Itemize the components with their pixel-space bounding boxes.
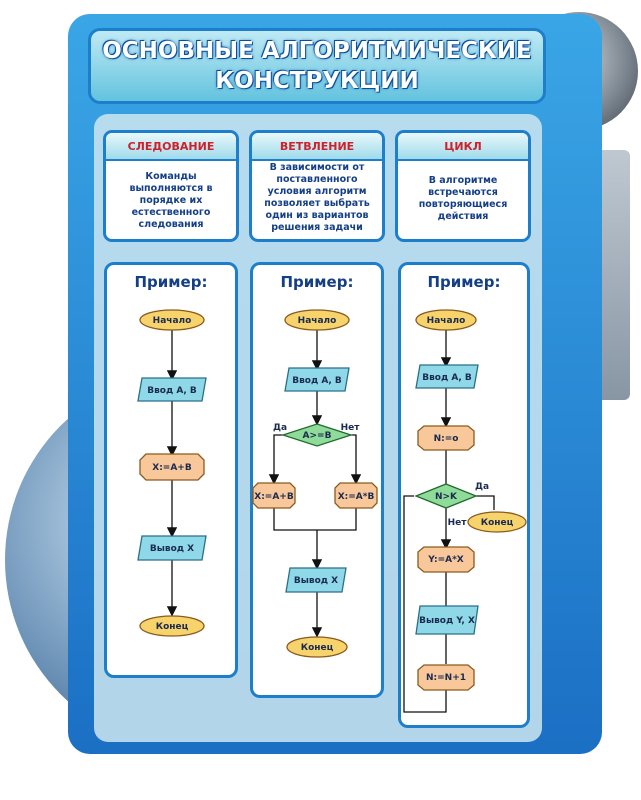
branch-input: Ввод А, В — [292, 376, 342, 386]
loop-input: Ввод А, В — [422, 373, 472, 383]
card-text: Команды выполняются в порядке их естеств… — [129, 171, 213, 230]
card-heading: ЦИКЛ — [398, 133, 528, 161]
card-heading: СЛЕДОВАНИЕ — [106, 133, 236, 161]
branch-process-yes: X:=A+B — [254, 492, 294, 502]
loop-end: Конец — [481, 518, 514, 528]
card-branch: В зависимости от поставленного условия а… — [249, 130, 385, 242]
branch-condition: A>=B — [303, 431, 332, 441]
branch-no-label: Нет — [341, 423, 361, 433]
seq-end: Конец — [156, 622, 189, 632]
branch-end: Конец — [301, 643, 334, 653]
loop-condition: N>K — [435, 492, 458, 502]
card-loop: ЦИКЛ В алгоритме встречаются повторяющие… — [395, 130, 531, 242]
seq-input: Ввод А, В — [147, 386, 197, 396]
card-sequence: СЛЕДОВАНИЕ Команды выполняются в порядке… — [103, 130, 239, 242]
poster-title: ОСНОВНЫЕ АЛГОРИТМИЧЕСКИЕ КОНСТРУКЦИИ — [88, 28, 546, 104]
seq-process: X:=A+B — [152, 463, 192, 473]
branch-output: Вывод X — [294, 576, 338, 586]
card-text: В зависимости от поставленного условия а… — [264, 162, 370, 233]
loop-no-label: Нет — [448, 518, 468, 528]
loop-yes-label: Да — [475, 482, 489, 492]
shape-labels: Начало Ввод А, В X:=A+B Вывод X Конец На… — [147, 316, 513, 683]
branch-start: Начало — [298, 316, 337, 326]
seq-output: Вывод X — [150, 544, 194, 554]
loop-process: Y:=A*X — [427, 555, 464, 565]
loop-output: Вывод Y, X — [419, 616, 475, 626]
example-label: Пример: — [427, 273, 501, 291]
card-heading: ВЕТВЛЕНИЕ — [252, 133, 382, 161]
shapes — [137, 309, 527, 691]
title-line-2: КОНСТРУКЦИИ — [215, 68, 419, 94]
seq-start: Начало — [153, 316, 192, 326]
branch-yes-label: Да — [273, 423, 287, 433]
example-label: Пример: — [280, 273, 354, 291]
example-label: Пример: — [134, 273, 208, 291]
card-text: В алгоритме встречаются повторяющиеся де… — [418, 175, 508, 222]
title-line-1: ОСНОВНЫЕ АЛГОРИТМИЧЕСКИЕ — [102, 38, 532, 64]
loop-increment: N:=N+1 — [426, 673, 466, 683]
loop-start: Начало — [427, 316, 466, 326]
branch-process-no: X:=A*B — [338, 492, 375, 502]
loop-init: N:=o — [434, 434, 459, 444]
